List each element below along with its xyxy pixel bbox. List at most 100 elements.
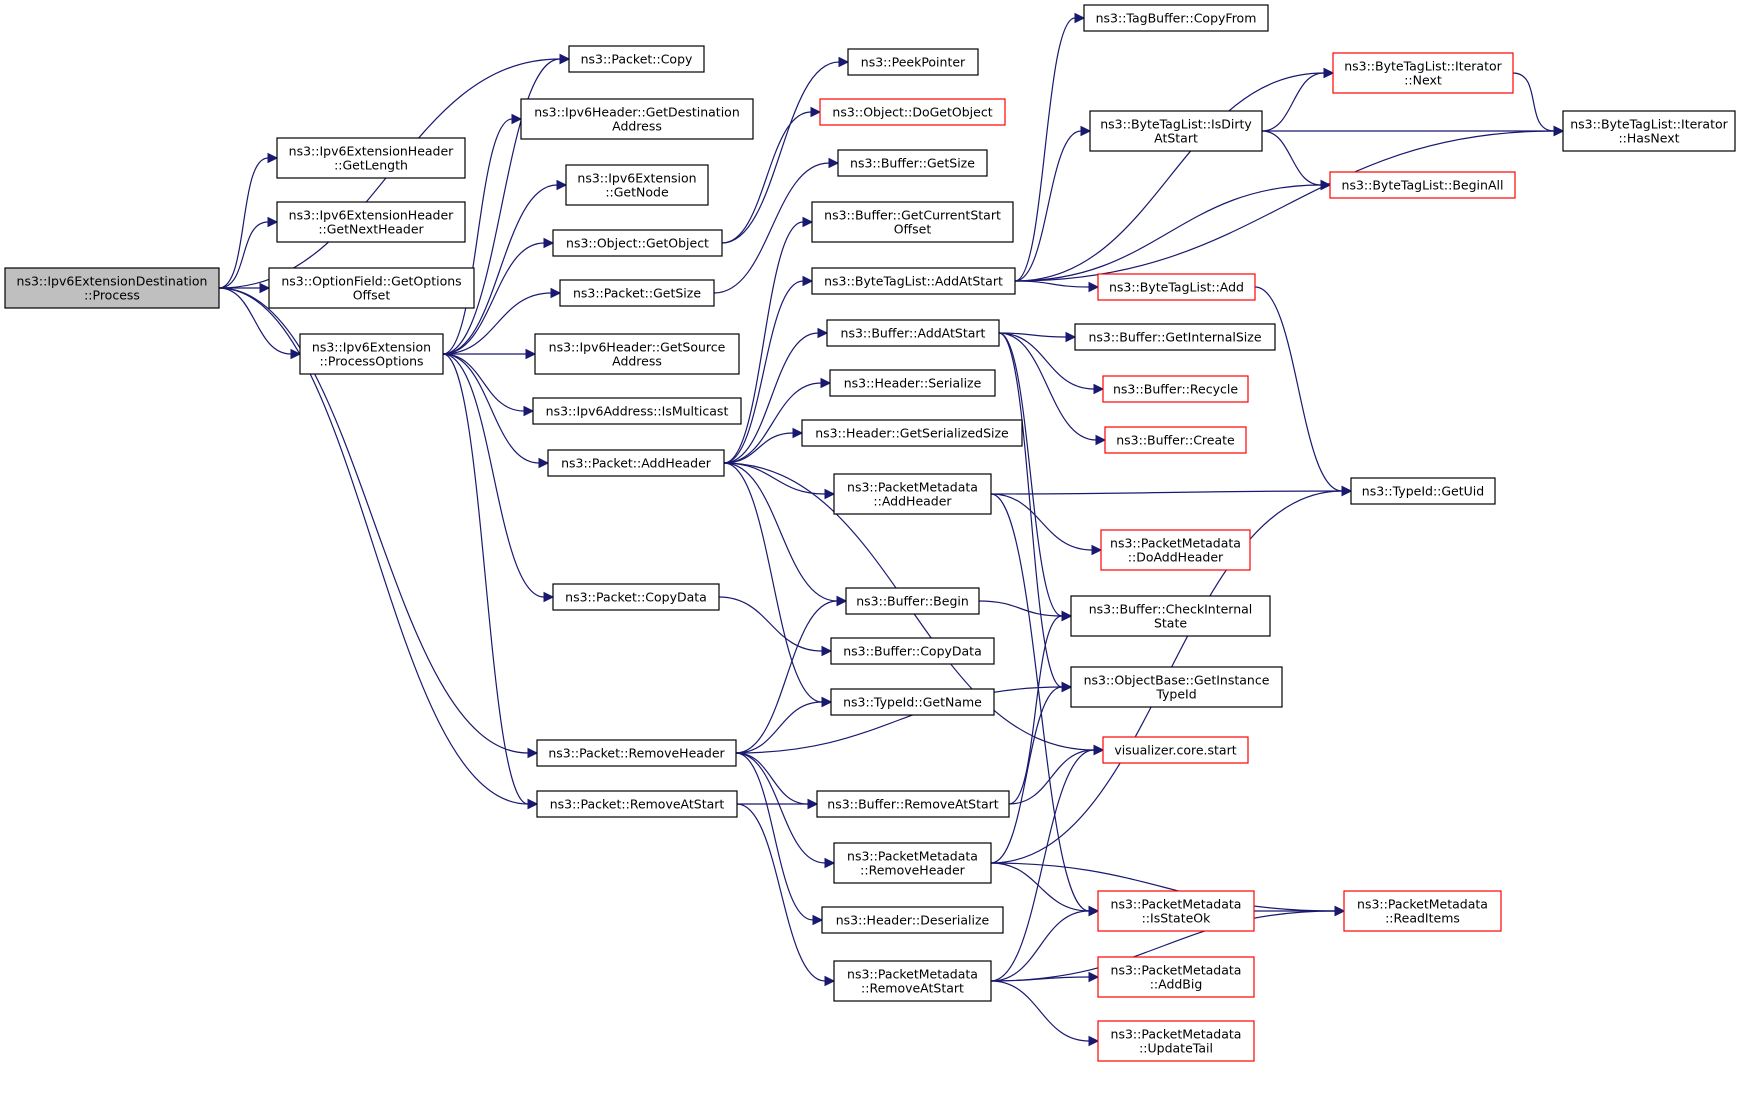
- node-box: [833, 960, 992, 1002]
- node-label-line: ns3::Packet::AddHeader: [561, 456, 712, 471]
- node-pmremoveatstart[interactable]: ns3::PacketMetadata::RemoveAtStart: [833, 960, 992, 1002]
- edge-line: [1008, 615, 1063, 805]
- edge-line: [718, 596, 823, 652]
- node-box: [552, 583, 720, 611]
- node-box: [1083, 4, 1269, 32]
- arrowhead-icon: [538, 457, 550, 469]
- node-bufgetintsize[interactable]: ns3::Buffer::GetInternalSize: [1074, 323, 1276, 351]
- node-getnexthdr[interactable]: ns3::Ipv6ExtensionHeader::GetNextHeader: [276, 201, 466, 243]
- edge-addheader-to-typeidgetname: [723, 462, 833, 708]
- node-removeatstart[interactable]: ns3::Packet::RemoveAtStart: [536, 790, 738, 818]
- node-label-line: ns3::Ipv6ExtensionHeader: [289, 144, 455, 159]
- edge-line: [978, 600, 1063, 617]
- node-bufrecycle[interactable]: ns3::Buffer::Recycle: [1102, 375, 1249, 403]
- edge-root-to-removeheader: [218, 287, 539, 759]
- edge-procopts-to-removeatstart: [442, 353, 539, 810]
- node-bufgetsize[interactable]: ns3::Buffer::GetSize: [837, 149, 988, 177]
- node-btlbeginall[interactable]: ns3::ByteTagList::BeginAll: [1329, 171, 1516, 199]
- node-label-line: ns3::Packet::Copy: [581, 52, 693, 67]
- arrowhead-icon: [1093, 744, 1105, 756]
- node-tagcopyfrom[interactable]: ns3::TagBuffer::CopyFrom: [1083, 4, 1269, 32]
- node-label-line: ::Next: [1404, 73, 1442, 88]
- node-getlength[interactable]: ns3::Ipv6ExtensionHeader::GetLength: [276, 137, 466, 179]
- node-box: [276, 201, 466, 243]
- node-btladd[interactable]: ns3::ByteTagList::Add: [1097, 273, 1256, 301]
- edge-line: [442, 118, 513, 355]
- arrowhead-icon: [543, 237, 555, 249]
- node-label-line: Offset: [353, 288, 391, 303]
- node-label-line: ::RemoveAtStart: [861, 981, 964, 996]
- edge-root-to-getlength: [218, 152, 279, 289]
- node-bufcreate[interactable]: ns3::Buffer::Create: [1104, 426, 1247, 454]
- node-pmremoveheader[interactable]: ns3::PacketMetadata::RemoveHeader: [833, 842, 992, 884]
- arrowhead-icon: [1061, 610, 1073, 622]
- node-getnode[interactable]: ns3::Ipv6Extension::GetNode: [565, 164, 709, 206]
- node-box: [1100, 529, 1251, 571]
- edge-bufremoveatstart-to-vizstart: [1008, 744, 1105, 805]
- edge-line: [442, 292, 552, 355]
- node-box: [826, 319, 1000, 347]
- node-label-line: visualizer.core.start: [1114, 743, 1236, 758]
- node-label-line: ns3::PacketMetadata: [1357, 897, 1488, 912]
- node-pmreaditems[interactable]: ns3::PacketMetadata::ReadItems: [1343, 890, 1502, 932]
- node-btlithasnext[interactable]: ns3::ByteTagList::Iterator::HasNext: [1562, 110, 1736, 152]
- node-root[interactable]: ns3::Ipv6ExtensionDestination::Process: [4, 267, 220, 309]
- node-addheader[interactable]: ns3::Packet::AddHeader: [547, 449, 725, 477]
- node-btladdatstart[interactable]: ns3::ByteTagList::AddAtStart: [811, 267, 1016, 295]
- node-box: [821, 906, 1004, 934]
- node-box: [837, 149, 988, 177]
- arrowhead-icon: [543, 591, 555, 603]
- edge-addheader-to-hdrgetsersize: [723, 427, 804, 464]
- node-label-line: AtStart: [1154, 131, 1198, 146]
- node-copydata[interactable]: ns3::Packet::CopyData: [552, 583, 720, 611]
- node-typeidgetuid[interactable]: ns3::TypeId::GetUid: [1350, 477, 1496, 505]
- node-label-line: ns3::Buffer::AddAtStart: [841, 326, 986, 341]
- node-pmdoaddheader[interactable]: ns3::PacketMetadata::DoAddHeader: [1100, 529, 1251, 571]
- node-peekptr[interactable]: ns3::PeekPointer: [847, 48, 979, 76]
- node-box: [299, 333, 444, 375]
- arrowhead-icon: [1093, 383, 1105, 395]
- node-hdrdeserialize[interactable]: ns3::Header::Deserialize: [821, 906, 1004, 934]
- node-bufaddatstart[interactable]: ns3::Buffer::AddAtStart: [826, 319, 1000, 347]
- edge-line: [723, 280, 804, 464]
- edges-layer: [218, 12, 1565, 1047]
- node-ismcast[interactable]: ns3::Ipv6Address::IsMulticast: [532, 397, 742, 425]
- node-label-line: ns3::Object::GetObject: [566, 236, 709, 251]
- nodes-layer: ns3::Ipv6ExtensionDestination::Processns…: [4, 4, 1736, 1062]
- node-pmaddbig[interactable]: ns3::PacketMetadata::AddBig: [1097, 956, 1255, 998]
- node-removeheader[interactable]: ns3::Packet::RemoveHeader: [536, 739, 737, 767]
- node-hdrgetsersize[interactable]: ns3::Header::GetSerializedSize: [801, 419, 1023, 447]
- edge-line: [723, 432, 794, 464]
- node-bufremoveatstart[interactable]: ns3::Buffer::RemoveAtStart: [816, 790, 1010, 818]
- node-procopts[interactable]: ns3::Ipv6Extension::ProcessOptions: [299, 333, 444, 375]
- node-bufcopydata[interactable]: ns3::Buffer::CopyData: [830, 637, 995, 665]
- node-typeidgetname[interactable]: ns3::TypeId::GetName: [830, 688, 995, 716]
- node-btlitnext[interactable]: ns3::ByteTagList::Iterator::Next: [1332, 52, 1514, 94]
- node-pmaddheader[interactable]: ns3::PacketMetadata::AddHeader: [833, 473, 992, 515]
- node-pmisstateok[interactable]: ns3::PacketMetadata::IsStateOk: [1097, 890, 1255, 932]
- node-label-line: ns3::PacketMetadata: [1111, 963, 1242, 978]
- node-box: [268, 267, 475, 309]
- node-label-line: ns3::Buffer::Create: [1116, 433, 1235, 448]
- node-hdrserialize[interactable]: ns3::Header::Serialize: [829, 369, 996, 397]
- node-pktgetsize[interactable]: ns3::Packet::GetSize: [559, 279, 715, 307]
- edge-copydata-to-bufcopydata: [718, 596, 833, 657]
- edge-procopts-to-copy: [442, 53, 571, 355]
- node-dogetobj[interactable]: ns3::Object::DoGetObject: [819, 98, 1006, 126]
- arrowhead-icon: [828, 157, 840, 169]
- node-vizstart[interactable]: visualizer.core.start: [1102, 736, 1249, 764]
- node-pmupdatetail[interactable]: ns3::PacketMetadata::UpdateTail: [1097, 1020, 1255, 1062]
- arrowhead-icon: [1088, 281, 1100, 293]
- arrowhead-icon: [1065, 331, 1077, 343]
- node-getobject[interactable]: ns3::Object::GetObject: [552, 229, 723, 257]
- edge-line: [723, 332, 819, 464]
- node-copy[interactable]: ns3::Packet::Copy: [568, 45, 705, 73]
- node-bufbegin[interactable]: ns3::Buffer::Begin: [845, 587, 980, 615]
